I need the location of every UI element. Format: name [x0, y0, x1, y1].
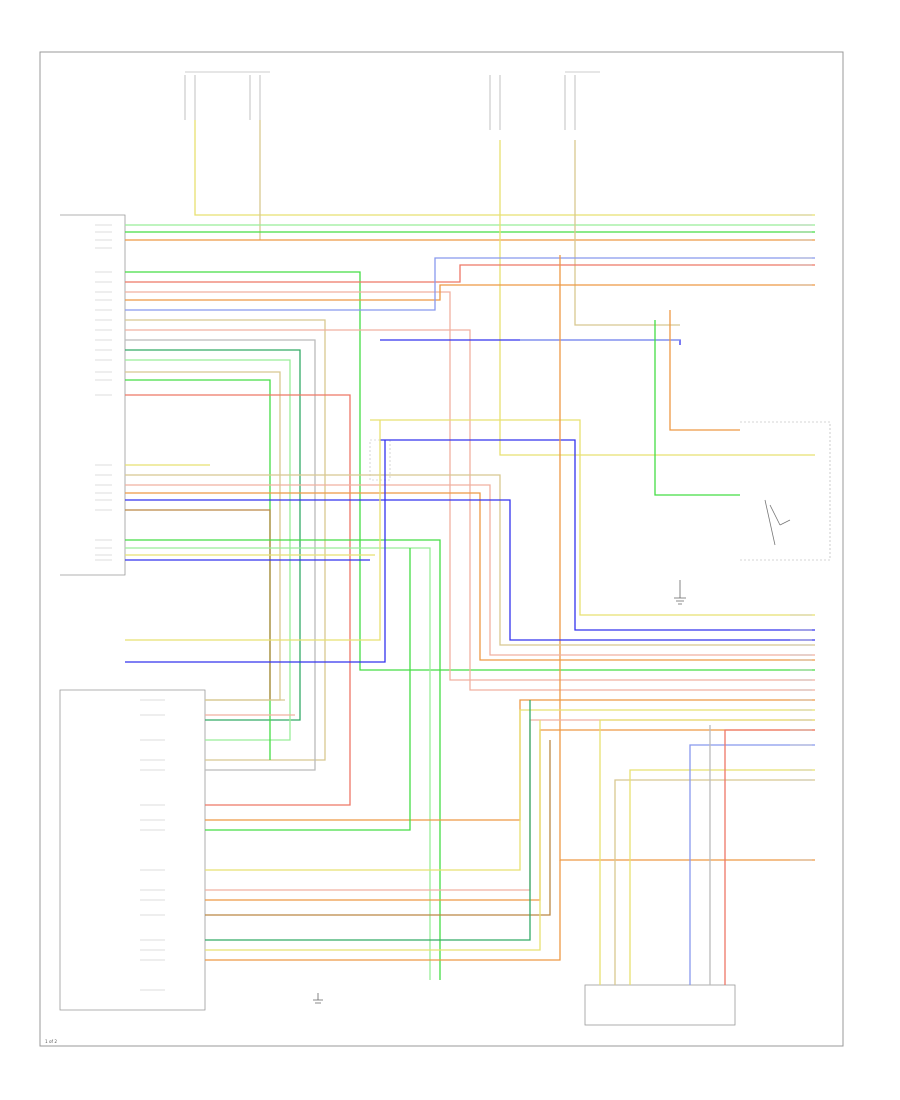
wire-tan-28 [125, 474, 815, 646]
wire-lightgreen-16 [125, 359, 291, 741]
wire-pink-9 [125, 291, 815, 681]
wire-yellow-5 [499, 140, 815, 456]
wire-green-40 [205, 548, 411, 831]
seat-memory-unit [584, 984, 736, 1026]
wire-green-25 [654, 320, 740, 496]
wire-orange-30 [125, 492, 815, 661]
wire-brown-32 [125, 509, 271, 700]
wire-darkgreen-15 [125, 349, 301, 721]
diagram-frame [39, 51, 844, 1047]
left-control-module [60, 214, 126, 576]
wire-yellow-22 [370, 419, 815, 616]
wire-yellow-0 [194, 120, 815, 216]
wire-lightblue-51 [689, 744, 815, 985]
wire-blue-38 [125, 440, 386, 663]
wire-brown-44 [205, 740, 551, 916]
wire-tan-6 [574, 140, 680, 326]
wire-yellow-50 [629, 769, 815, 985]
wire-green-33 [125, 539, 441, 980]
lower-switch-block [59, 689, 206, 1011]
wire-yellow-46 [205, 720, 541, 951]
wire-red-52 [724, 729, 815, 985]
wire-lightblue-11 [125, 257, 815, 311]
wire-pink-29 [125, 484, 815, 656]
wire-yellow-48 [599, 719, 815, 985]
wire-blue-20 [380, 339, 681, 345]
wire-orange-24 [559, 255, 815, 861]
wire-green-18 [125, 379, 271, 760]
page-number: 1 of 2 [45, 1039, 57, 1044]
ground-symbol-right [674, 580, 686, 605]
wire-red-8 [125, 264, 815, 283]
wire-lightgreen-34 [125, 547, 431, 980]
wire-tan-49 [614, 779, 815, 985]
wire-pink-13 [125, 329, 815, 691]
wire-orange-43 [205, 729, 815, 901]
wire-tan-17 [125, 371, 281, 701]
ground-symbol-bottom [313, 993, 323, 1004]
pin-labels [95, 214, 812, 991]
wire-yellow-37 [125, 420, 381, 641]
wire-green-7 [125, 271, 815, 671]
wire-orange-26 [669, 310, 740, 431]
wire-blue-31 [125, 499, 815, 641]
wire-yellow-41 [205, 709, 815, 871]
fuse-feed-lines [184, 71, 600, 130]
right-heater-box [740, 421, 831, 561]
switch-symbol-right [764, 499, 791, 546]
wire-harness [125, 120, 815, 985]
wire-blue-21 [380, 439, 815, 631]
wire-orange-10 [125, 284, 815, 301]
wire-darkgreen-45 [205, 700, 531, 941]
wire-red-19 [125, 394, 351, 806]
wire-orange-47 [205, 860, 561, 961]
